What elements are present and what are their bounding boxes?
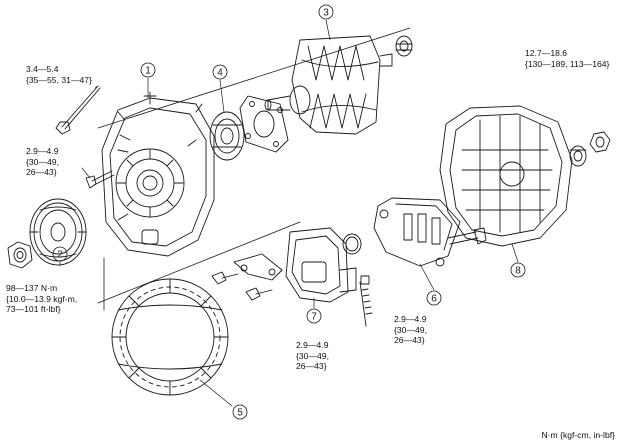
rectifier [373,197,487,267]
callout-number-8: 8 [515,266,521,277]
bearing [209,111,245,161]
callout-number-3: 3 [323,8,329,19]
callout-3 [318,4,334,20]
seal-ring [342,233,362,255]
regulator-brush-holder [285,227,357,303]
pulley [29,198,87,266]
rotor-rear-bearing [395,35,413,57]
callout-8 [510,262,526,278]
terminal-insulator [569,145,587,167]
torque-alt-units: 26—43} [394,335,425,346]
torque-alt-units: {130—189, 113—164} [525,58,610,69]
callout-5 [232,404,248,420]
callout-number-6: 6 [431,294,437,305]
callout-7 [306,308,322,324]
callout-number-4: 4 [217,68,223,79]
torque-alt-units: {30—49, [26,156,59,167]
front-housing [101,91,215,257]
torque-unit-legend: N·m {kgf-cm, in-lbf} [541,430,615,440]
callout-circles [52,4,526,420]
torque-value: 2.9—4.9 [394,314,427,324]
callout-leaders [59,19,519,407]
torque-value: 2.9—4.9 [26,146,59,156]
torque-value: 12.7—18.6 [525,48,568,58]
callout-4 [212,64,228,80]
callout-number-5: 5 [237,408,243,419]
rear-bolt [85,170,115,189]
brush-spring [359,275,373,327]
group-boundary-lines [97,27,411,311]
bearing-retainer-plate [239,95,289,153]
callout-6 [426,290,442,306]
torque-spec-terminal-nut: 12.7—18.6 {130—189, 113—164} [525,48,609,69]
torque-alt-units: 73—101 ft-lbf} [6,304,61,315]
regulator-screws [211,271,273,301]
torque-value: 2.9—4.9 [296,340,329,350]
torque-alt-units: {35—55, 31—47} [26,74,92,85]
torque-alt-units: {30—49, [394,324,427,335]
through-bolt [55,85,101,135]
torque-spec-through-bolt: 3.4—5.4 {35—55, 31—47} [26,64,92,85]
callout-1 [140,62,156,78]
rotor [264,35,393,135]
torque-value: 98—137 N·m [6,283,58,293]
callout-number-7: 7 [311,312,317,323]
torque-spec-pulley-nut: 98—137 N·m {10.0—13.9 kgf-m, 73—101 ft-l… [6,283,77,315]
callout-number-2: 2 [57,250,63,261]
stator [111,278,229,396]
torque-alt-units: 26—43} [296,361,327,372]
terminal-nut [589,131,611,153]
torque-spec-rear-bolt: 2.9—4.9 {30—49, 26—43} [26,146,59,178]
rear-housing [439,105,573,247]
torque-spec-regulator-bolt: 2.9—4.9 {30—49, 26—43} [296,340,329,372]
callout-2 [52,246,68,262]
callout-labels: 1 2 3 4 5 6 7 8 [57,8,521,419]
callout-number-1: 1 [145,66,151,77]
connector-bracket [233,253,283,281]
torque-alt-units: 26—43} [26,167,57,178]
torque-value: 3.4—5.4 [26,64,59,74]
torque-alt-units: {10.0—13.9 kgf-m, [6,293,78,304]
torque-alt-units: {30—49, [296,350,329,361]
pulley-nut [7,241,33,269]
torque-spec-rectifier-bolt: 2.9—4.9 {30—49, 26—43} [394,314,427,346]
